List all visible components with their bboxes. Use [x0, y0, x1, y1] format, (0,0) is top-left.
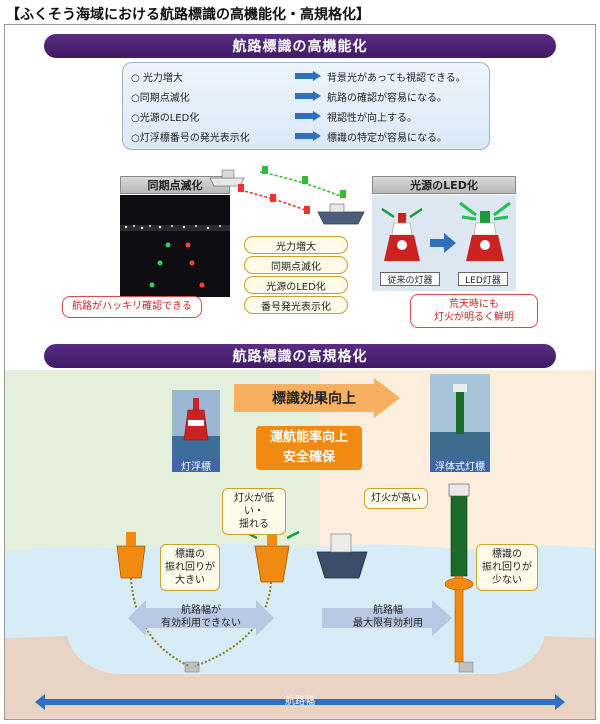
safety-box: 運航能率向上 安全確保	[256, 426, 362, 470]
callout-line: 標識の	[492, 549, 522, 560]
seabed-area	[5, 636, 595, 719]
width-label-line: 有効利用できない	[161, 618, 241, 629]
old-buoy-left-icon	[116, 532, 146, 579]
arrow-right-icon	[295, 111, 321, 121]
high-light-callout: 灯火が高い	[364, 488, 428, 509]
callout-line: 振れ回りが	[165, 562, 215, 573]
section1-banner: 航路標識の高機能化	[44, 34, 556, 58]
mooring-chain	[130, 577, 272, 667]
feature-label: ○光源のLED化	[131, 113, 200, 124]
feature-row: ○灯浮標番号の発光表示化 標識の特定が容易になる。	[123, 127, 491, 145]
led-callout-line: 灯火が明るく鮮明	[434, 312, 514, 323]
right-width-label: 航路幅 最大限有効利用	[328, 604, 448, 630]
callout-line: 振れ回りが	[482, 562, 532, 573]
channel-width-label: 航路幅	[285, 695, 315, 707]
channel-illustration	[209, 166, 365, 225]
callout-line: 標識の	[175, 549, 205, 560]
feature-pill: 光源のLED化	[244, 276, 348, 294]
float-beacon-photo	[430, 374, 490, 458]
arrow-right-icon	[295, 131, 321, 141]
feature-row: ○光源のLED化 視認性が向上する。	[123, 107, 491, 125]
float-beacon-caption: 浮体式灯標	[430, 458, 490, 473]
ship-icon	[317, 203, 365, 225]
arrow-right-icon	[295, 71, 321, 81]
float-beacon-icon	[444, 483, 474, 663]
feature-label: ○同期点滅化	[131, 93, 190, 104]
right-swing-callout: 標識の 振れ回りが 少ない	[476, 544, 538, 591]
width-label-line: 航路幅が	[181, 605, 221, 616]
left-width-label: 航路幅が 有効利用できない	[146, 604, 256, 630]
arrow-right-icon	[295, 91, 321, 101]
feature-label: ○ 光力増大	[131, 73, 183, 84]
led-callout: 荒天時にも 灯火が明るく鮮明	[410, 294, 538, 328]
old-lamp-label: 従来の灯器	[380, 272, 440, 286]
old-lamp-buoy-icon	[381, 207, 423, 261]
feature-effect: 標識の特定が容易になる。	[327, 133, 447, 144]
feature-pill: 光力増大	[244, 236, 348, 254]
page-title: 【ふくそう海域における航路標識の高機能化・高規格化】	[6, 7, 370, 23]
ship-icon	[316, 533, 368, 579]
buoy-photo	[172, 390, 220, 458]
sync-flash-callout: 航路がハッキリ確認できる	[62, 296, 202, 318]
led-lamp-buoy-icon	[459, 201, 511, 261]
feature-effect: 背景光があっても視認できる。	[327, 73, 466, 84]
width-label-line: 最大限有効利用	[353, 618, 423, 629]
left-width-arrow	[128, 600, 274, 636]
safety-box-line: 安全確保	[282, 450, 335, 465]
sync-flash-panel: 同期点滅化	[120, 176, 230, 194]
feature-row: ○ 光力増大 背景光があっても視認できる。	[123, 67, 491, 85]
red-buoy-icon	[238, 184, 310, 214]
right-width-arrow	[322, 600, 452, 636]
effect-arrow	[234, 378, 400, 418]
led-callout-line: 荒天時にも	[449, 299, 499, 310]
callout-line: 灯火が低い・	[234, 493, 274, 517]
width-label-line: 航路幅	[373, 605, 403, 616]
sync-flash-title: 同期点滅化	[120, 176, 230, 194]
callout-line: 少ない	[492, 575, 522, 586]
led-panel: 光源のLED化	[372, 176, 516, 194]
feature-pill: 番号発光表示化	[244, 296, 348, 314]
ship-icon	[209, 169, 245, 187]
feature-effect: 航路の確認が容易になる。	[327, 93, 447, 104]
green-buoy-icon	[262, 166, 346, 198]
section2-banner: 航路標識の高規格化	[44, 344, 556, 368]
feature-row: ○同期点滅化 航路の確認が容易になる。	[123, 87, 491, 105]
safety-box-line: 運航能率向上	[269, 430, 348, 445]
left-swing-callout: 標識の 振れ回りが 大きい	[160, 544, 220, 591]
channel-width-arrow	[35, 694, 565, 710]
buoy-caption: 灯浮標	[172, 458, 220, 473]
led-title: 光源のLED化	[372, 176, 516, 194]
callout-line: 大きい	[175, 575, 205, 586]
night-harbor-photo	[120, 195, 230, 297]
led-lamp-label: LED灯器	[458, 272, 508, 286]
feature-effect: 視認性が向上する。	[327, 113, 417, 124]
feature-pill: 同期点滅化	[244, 256, 348, 274]
callout-line: 揺れる	[239, 519, 269, 530]
arrow-right-icon	[430, 233, 456, 253]
buoy-light-marks	[149, 242, 205, 288]
effect-arrow-label: 標識効果向上	[272, 391, 356, 407]
low-light-callout: 灯火が低い・ 揺れる	[222, 488, 286, 535]
feature-label: ○灯浮標番号の発光表示化	[131, 133, 250, 144]
feature-list: ○ 光力増大 背景光があっても視認できる。 ○同期点滅化 航路の確認が容易になる…	[122, 62, 490, 150]
